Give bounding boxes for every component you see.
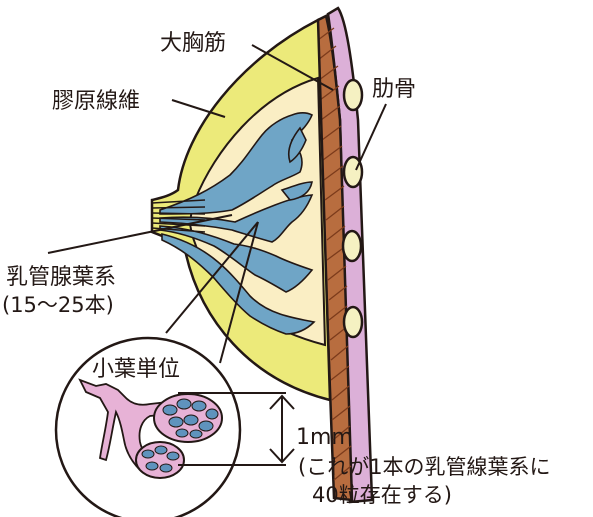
note-line-2: 40粒存在する) (312, 483, 452, 507)
pectoralis-label: 大胸筋 (160, 31, 226, 56)
note-line-1: (これが1本の乳管線葉系に (298, 455, 551, 479)
rib-label: 肋骨 (372, 77, 416, 102)
rib-bone (343, 231, 361, 261)
scale-label: 1mm (296, 425, 353, 450)
duct-system-count: (15～25本) (2, 293, 114, 317)
rib-bone (344, 307, 362, 337)
collagen-label: 膠原線維 (52, 89, 140, 114)
rib-leader (356, 104, 386, 170)
rib-bone (344, 80, 362, 110)
lobule-label: 小葉単位 (92, 357, 180, 382)
duct-system-label: 乳管腺葉系 (6, 265, 116, 290)
